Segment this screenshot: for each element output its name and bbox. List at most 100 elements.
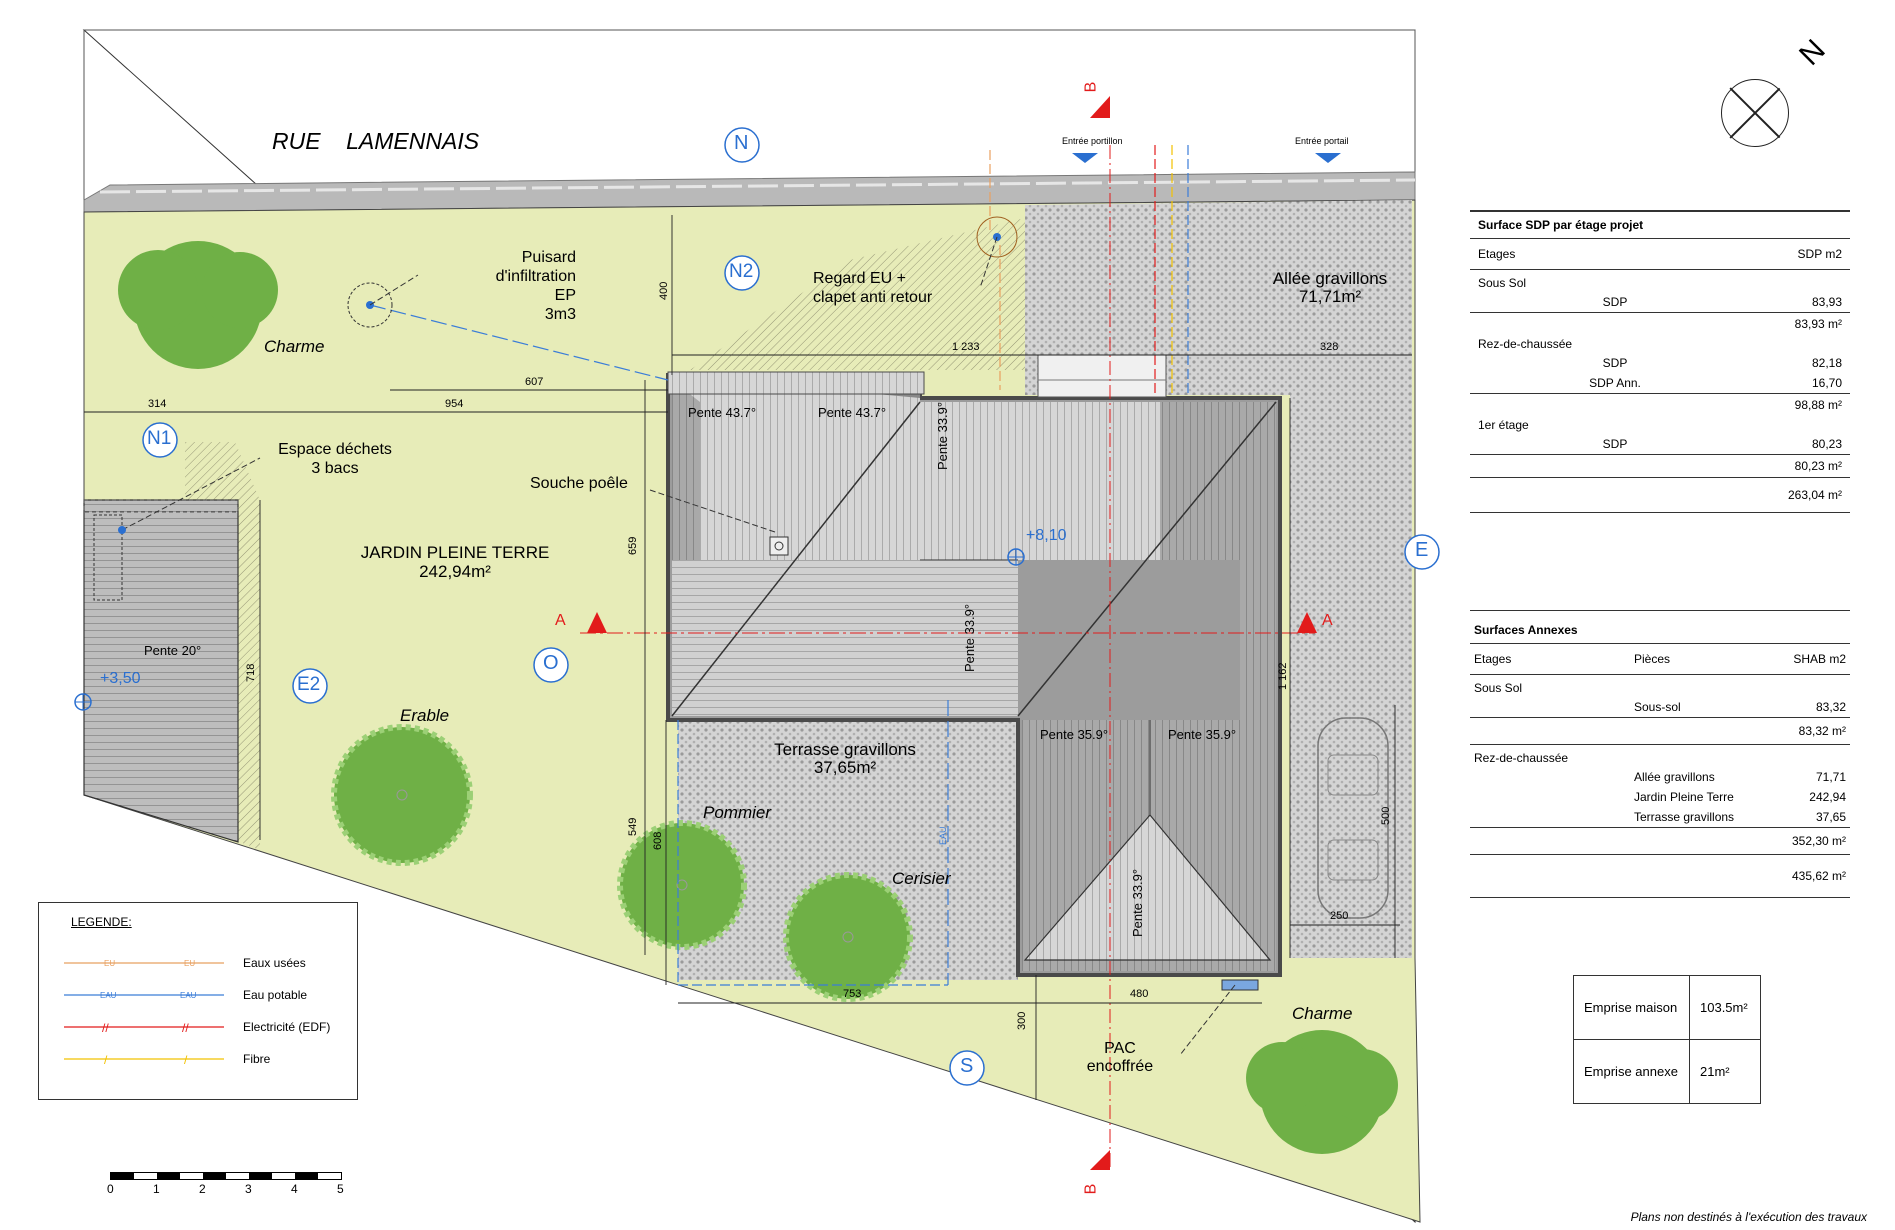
- legend-swatches: EU EU EAU EAU // // / /: [64, 959, 224, 1067]
- pac-unit: [1221, 979, 1259, 991]
- emprise-row-maison: Emprise maison 103.5m²: [1573, 975, 1761, 1040]
- marker-n: N: [734, 132, 749, 154]
- annex-group-total: 352,30 m²: [1470, 827, 1850, 854]
- annex-col-pieces: Pièces: [1634, 652, 1671, 666]
- label-jardin-l1: JARDIN PLEINE TERRE: [360, 543, 550, 562]
- label-regard-l2: clapet anti retour: [813, 289, 933, 306]
- label-allee-l1: Allée gravillons: [1272, 269, 1388, 288]
- label-terrasse-l2: 37,65m²: [813, 758, 877, 777]
- marker-e: E: [1415, 539, 1429, 561]
- section-arrow-a-left: [587, 612, 607, 633]
- annex-group-name: Sous Sol: [1474, 681, 1523, 695]
- annex-row-key: Jardin Pleine Terre: [1634, 790, 1734, 804]
- scale-1: 1: [153, 1182, 160, 1196]
- slope-5: Pente 35.9°: [1040, 727, 1109, 742]
- label-puisard-l1: Puisard: [521, 249, 576, 266]
- legend-item-eu: Eaux usées: [243, 956, 306, 970]
- street-name: RUE LAMENNAIS: [272, 128, 480, 154]
- dim-314: 314: [148, 398, 167, 410]
- section-arrow-b-bottom: [1090, 1150, 1110, 1170]
- label-terrasse-l1: Terrasse gravillons: [774, 740, 916, 759]
- annex-row-key: Allée gravillons: [1634, 770, 1715, 784]
- sdp-row-key: SDP: [1602, 437, 1628, 451]
- emprise-annexe-value: 21m²: [1689, 1039, 1761, 1104]
- marker-n2: N2: [729, 261, 754, 282]
- sdp-group-total: 98,88 m²: [1470, 393, 1850, 416]
- tree-cerisier: [783, 872, 913, 1002]
- slope-1: Pente 43.7°: [688, 405, 757, 420]
- annex-row: Sous-sol 83,32: [1470, 697, 1850, 717]
- sdp-header: Etages SDP m2: [1470, 238, 1850, 270]
- dim-954: 954: [445, 398, 464, 410]
- disclaimer: Plans non destinés à l'exécution des tra…: [1630, 1210, 1867, 1224]
- entrance-portail-label: Entrée portail: [1295, 136, 1349, 146]
- emprise-table: Emprise maison 103.5m² Emprise annexe 21…: [1573, 975, 1761, 1104]
- dim-250: 250: [1330, 910, 1349, 922]
- annex-row-value: 242,94: [1809, 790, 1846, 804]
- level-marker-1: [1007, 548, 1025, 566]
- entrance-portail-icon: [1315, 153, 1341, 163]
- label-regard-l1: Regard EU +: [813, 270, 906, 287]
- section-a-right: A: [1322, 612, 1333, 629]
- annex-col-etages: Etages: [1474, 652, 1512, 666]
- sdp-title: Surface SDP par étage projet: [1470, 210, 1850, 238]
- annex-row-key: Terrasse gravillons: [1634, 810, 1735, 824]
- sdp-group-name: Sous Sol: [1478, 276, 1527, 290]
- scale-3: 3: [245, 1182, 252, 1196]
- section-b-top: B: [1082, 81, 1100, 93]
- sdp-row-value: 16,70: [1811, 376, 1842, 390]
- level-marker-2: [74, 693, 92, 711]
- sdp-group-total: 83,93 m²: [1470, 312, 1850, 335]
- pipe-code-eau: EAU: [938, 826, 948, 845]
- section-arrow-b-top: [1090, 96, 1110, 118]
- annex-row-value: 37,65: [1815, 810, 1846, 824]
- tree-erable: [331, 724, 473, 866]
- scale-5: 5: [337, 1182, 344, 1196]
- label-erable: Erable: [400, 706, 450, 725]
- sdp-group-name: 1er étage: [1478, 418, 1529, 432]
- annex-row-value: 83,32: [1815, 700, 1846, 714]
- legend-item-eau: Eau potable: [243, 988, 308, 1002]
- slope-3: Pente 33.9°: [935, 401, 950, 470]
- label-dechets-l1: Espace déchets: [278, 441, 392, 458]
- scale-bar: 0 1 2 3 4 5: [107, 1172, 345, 1196]
- entrance-portillon-label: Entrée portillon: [1062, 136, 1123, 146]
- legend-item-edf: Electricité (EDF): [243, 1020, 331, 1034]
- tree-pommier: [617, 820, 747, 950]
- legend-item-fibre: Fibre: [243, 1052, 271, 1066]
- emprise-maison-value: 103.5m²: [1689, 975, 1761, 1040]
- dim-480: 480: [1130, 988, 1149, 1000]
- shade-area: [690, 218, 1025, 370]
- annex-group-total: 83,32 m²: [1470, 717, 1850, 744]
- label-pac: PAC encoffrée: [1080, 1040, 1160, 1076]
- label-cerisier: Cerisier: [892, 869, 951, 888]
- label-dechets-l2: 3 bacs: [311, 460, 359, 477]
- sdp-row-key: SDP: [1602, 295, 1628, 309]
- tree-charme-top: [118, 241, 278, 369]
- sdp-table: Surface SDP par étage projet Etages SDP …: [1470, 210, 1850, 513]
- dim-400: 400: [658, 281, 670, 300]
- label-jardin-l2: 242,94m²: [419, 562, 491, 581]
- dim-659: 659: [627, 536, 639, 555]
- sdp-col-etages: Etages: [1478, 247, 1516, 261]
- annex-building: [83, 499, 239, 843]
- sdp-grand-total: 263,04 m²: [1470, 477, 1850, 513]
- annex-row-value: 71,71: [1815, 770, 1846, 784]
- emprise-annexe-label: Emprise annexe: [1573, 1039, 1690, 1104]
- svg-text:/: /: [104, 1053, 108, 1067]
- sdp-group-name: Rez-de-chaussée: [1478, 337, 1573, 351]
- annex-row-key: Sous-sol: [1634, 700, 1681, 714]
- slope-6: Pente 35.9°: [1168, 727, 1237, 742]
- annex-row: Allée gravillons 71,71: [1470, 767, 1850, 787]
- label-charme-bottom: Charme: [1292, 1004, 1353, 1023]
- annex-col-shab: SHAB m2: [1793, 652, 1846, 666]
- label-pac-l1: PAC: [1104, 1040, 1136, 1057]
- label-pac-l2: encoffrée: [1086, 1058, 1154, 1075]
- scale-2: 2: [199, 1182, 206, 1196]
- dim-1162: 1 162: [1277, 662, 1289, 690]
- annex-header: Etages Pièces SHAB m2: [1470, 643, 1850, 675]
- dim-328: 328: [1320, 341, 1339, 353]
- marker-o: O: [543, 652, 559, 674]
- annex-row: Terrasse gravillons 37,65: [1470, 807, 1850, 827]
